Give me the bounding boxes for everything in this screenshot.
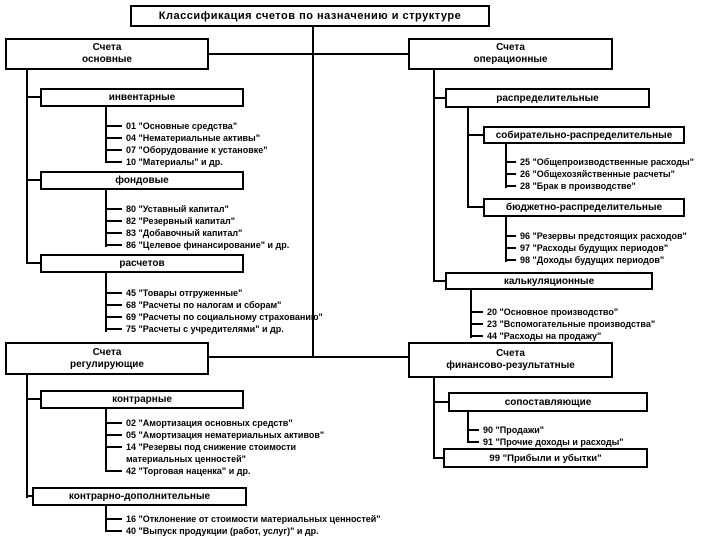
connector-line — [26, 70, 28, 264]
connector-line — [505, 144, 507, 188]
node-kalkulyacionnye: калькуляционные — [445, 272, 653, 290]
connector-line — [26, 495, 32, 497]
diagram-title: Классификация счетов по назначению и стр… — [130, 5, 490, 27]
account-item: 80 "Уставный капитал" — [105, 203, 356, 215]
account-list-sobiratelno: 25 "Общепроизводственные расходы" 26 "Об… — [505, 156, 720, 192]
account-list-kontrarno-dopolnitelnye: 16 "Отклонение от стоимости материальных… — [105, 513, 456, 537]
account-item: 90 "Продажи" — [467, 424, 663, 436]
account-item: 40 "Выпуск продукции (работ, услуг)" и д… — [105, 525, 456, 537]
connector-line — [209, 356, 408, 358]
account-item: 23 "Вспомогательные производства" — [470, 318, 697, 330]
account-list-kalkulyacionnye: 20 "Основное производство" 23 "Вспомогат… — [470, 306, 697, 342]
connector-line — [433, 97, 445, 99]
account-item: 96 "Резервы предстоящих расходов" — [505, 230, 720, 242]
node-sopostavlyayushchie: сопоставляющие — [448, 392, 648, 412]
account-item: 69 "Расчеты по социальному страхованию" — [105, 311, 386, 323]
node-fondovye: фондовые — [40, 171, 244, 190]
account-item: 45 "Товары отгруженные" — [105, 287, 386, 299]
node-kontrarno-dopolnitelnye: контрарно-дополнительные — [32, 487, 247, 506]
connector-line — [105, 190, 107, 247]
account-item: 05 "Амортизация нематериальных активов" — [105, 429, 341, 441]
node-inventarnye: инвентарные — [40, 88, 244, 107]
account-item: 44 "Расходы на продажу" — [470, 330, 697, 342]
account-item: 75 "Расчеты с учредителями" и др. — [105, 323, 386, 335]
account-item: 42 "Торговая наценка" и др. — [105, 465, 341, 477]
connector-line — [433, 378, 435, 459]
account-item: 16 "Отклонение от стоимости материальных… — [105, 513, 456, 525]
node-sobiratelno-raspredelitelnye: собирательно-распределительные — [483, 126, 685, 144]
connector-line — [467, 412, 469, 443]
connector-line — [105, 107, 107, 163]
connector-line — [470, 290, 472, 338]
node-pribyli-i-ubytki: 99 "Прибыли и убытки" — [443, 448, 648, 468]
node-scheta-finansovo-rezultatnye: Счета финансово-результатные — [408, 342, 613, 378]
connector-line — [105, 273, 107, 332]
account-item: 68 "Расчеты по налогам и сборам" — [105, 299, 386, 311]
node-raschetov: расчетов — [40, 254, 244, 273]
account-item: 04 "Нематериальные активы" — [105, 132, 356, 144]
account-list-byudzhetno: 96 "Резервы предстоящих расходов" 97 "Ра… — [505, 230, 720, 266]
node-kontrarnye: контрарные — [40, 390, 244, 409]
connector-line — [433, 401, 448, 403]
account-item: 10 "Материалы" и др. — [105, 156, 356, 168]
account-item: 82 "Резервный капитал" — [105, 215, 356, 227]
connector-line — [312, 26, 314, 358]
node-raspredelitelnye: распределительные — [445, 88, 650, 108]
account-item: 91 "Прочие доходы и расходы" — [467, 436, 663, 448]
connector-line — [467, 206, 483, 208]
account-item: 07 "Оборудование к установке" — [105, 144, 356, 156]
connector-line — [26, 262, 40, 264]
node-scheta-reguliruyushchie: Счета регулирующие — [5, 342, 209, 375]
connector-line — [433, 70, 435, 282]
account-list-inventarnye: 01 "Основные средства" 04 "Нематериальны… — [105, 120, 356, 168]
connector-line — [433, 280, 445, 282]
node-byudzhetno-raspredelitelnye: бюджетно-распределительные — [483, 198, 685, 217]
account-list-raschetov: 45 "Товары отгруженные" 68 "Расчеты по н… — [105, 287, 386, 335]
node-scheta-osnovnye: Счета основные — [5, 38, 209, 70]
connector-line — [209, 53, 408, 55]
account-item: 02 "Амортизация основных средств" — [105, 417, 341, 429]
account-item: 20 "Основное производство" — [470, 306, 697, 318]
account-item: 97 "Расходы будущих периодов" — [505, 242, 720, 254]
account-item: 28 "Брак в производстве" — [505, 180, 720, 192]
connector-line — [26, 96, 40, 98]
connector-line — [433, 457, 443, 459]
account-item: 98 "Доходы будущих периодов" — [505, 254, 720, 266]
account-item: 14 "Резервы под снижение стоимости матер… — [105, 441, 341, 465]
account-list-fondovye: 80 "Уставный капитал" 82 "Резервный капи… — [105, 203, 356, 251]
connector-line — [505, 217, 507, 262]
account-item: 26 "Общехозяйственные расчеты" — [505, 168, 720, 180]
connector-line — [26, 179, 40, 181]
connector-line — [26, 375, 28, 498]
account-list-kontrarnye: 02 "Амортизация основных средств" 05 "Ам… — [105, 417, 341, 477]
connector-line — [467, 134, 483, 136]
account-item: 25 "Общепроизводственные расходы" — [505, 156, 720, 168]
account-item: 83 "Добавочный капитал" — [105, 227, 356, 239]
connector-line — [105, 409, 107, 472]
connector-line — [26, 398, 40, 400]
connector-line — [467, 108, 469, 208]
account-list-sopostavlyayushchie: 90 "Продажи" 91 "Прочие доходы и расходы… — [467, 424, 663, 448]
account-item: 86 "Целевое финансирование" и др. — [105, 239, 356, 251]
account-item: 01 "Основные средства" — [105, 120, 356, 132]
node-scheta-operacionnye: Счета операционные — [408, 38, 613, 70]
